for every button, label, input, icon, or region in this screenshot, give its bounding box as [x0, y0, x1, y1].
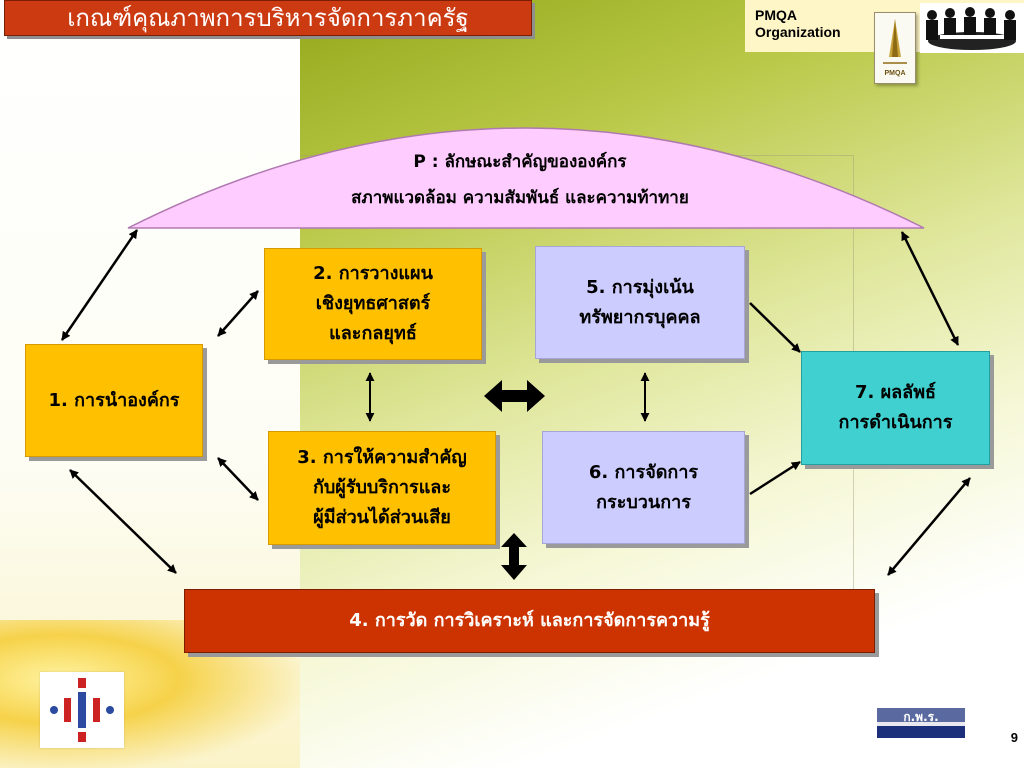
- organization-line2: Organization: [755, 24, 841, 40]
- opdc-badge-icon: ก.พ.ร.: [877, 708, 965, 738]
- opdc-badge-text: ก.พ.ร.: [903, 710, 938, 724]
- block-arrow-horizontal: [484, 380, 545, 412]
- category-5-workforce-focus: 5. การมุ่งเน้น ทรัพยากรบุคคล: [535, 246, 745, 359]
- arrow-leadership-to-profile: [60, 229, 139, 341]
- category-3-line-3: ผู้มีส่วนได้ส่วนเสีย: [313, 507, 451, 528]
- arrow-process-to-results: [749, 460, 801, 496]
- category-6-process-management: 6. การจัดการ กระบวนการ: [542, 431, 745, 544]
- page-title: เกณฑ์คุณภาพการบริหารจัดการภาครัฐ: [67, 4, 469, 32]
- category-6-line-2: กระบวนการ: [596, 491, 691, 513]
- category-6-line-1: 6. การจัดการ: [588, 461, 699, 483]
- category-4-measurement-analysis: 4. การวัด การวิเคราะห์ และการจัดการความร…: [184, 589, 875, 653]
- page-number: 9: [1010, 730, 1018, 745]
- category-5-line-2: ทรัพยากรบุคคล: [579, 306, 701, 328]
- pmqa-logo-icon: PMQA: [874, 12, 916, 84]
- arrow-results-measurement: [887, 477, 971, 576]
- profile-line2: สภาพแวดล้อม ความสัมพันธ์ และความท้าทาย: [351, 188, 689, 208]
- category-3-line-1: 3. การให้ความสำคัญ: [297, 447, 467, 468]
- category-7-results: 7. ผลลัพธ์ การดำเนินการ: [801, 351, 990, 465]
- category-1-line: 1. การนำองค์กร: [48, 389, 180, 411]
- organizational-profile-text: P : ลักษณะสำคัญขององค์กร สภาพแวดล้อม ควา…: [200, 144, 840, 216]
- category-7-line-1: 7. ผลลัพธ์: [854, 382, 937, 403]
- category-3-customer-focus: 3. การให้ความสำคัญ กับผู้รับบริการและ ผู…: [268, 431, 496, 545]
- arrow-leadership-strategy: [217, 290, 259, 337]
- arrow-leadership-measurement: [69, 469, 177, 574]
- category-3-line-2: กับผู้รับบริการและ: [312, 477, 452, 498]
- pmqa-logo-text: PMQA: [885, 70, 906, 77]
- ocsc-logo-icon: [40, 672, 124, 748]
- block-arrow-vertical: [501, 533, 527, 580]
- category-2-strategic-planning: 2. การวางแผน เชิงยุทธศาสตร์ และกลยุทธ์: [264, 248, 482, 360]
- organization-label: PMQA Organization: [755, 7, 841, 41]
- category-4-line: 4. การวัด การวิเคราะห์ และการจัดการความร…: [349, 610, 710, 631]
- profile-line1: P : ลักษณะสำคัญขององค์กร: [413, 152, 627, 172]
- arrow-leadership-customer: [217, 457, 259, 501]
- title-bar: เกณฑ์คุณภาพการบริหารจัดการภาครัฐ: [4, 0, 532, 36]
- category-2-line-1: 2. การวางแผน: [313, 263, 433, 284]
- category-5-line-1: 5. การมุ่งเน้น: [586, 276, 694, 298]
- category-2-line-2: เชิงยุทธศาสตร์: [315, 293, 431, 314]
- organization-line1: PMQA: [755, 7, 797, 23]
- arrow-profile-results: [900, 231, 960, 346]
- meeting-people-icon: [920, 3, 1024, 53]
- category-1-leadership: 1. การนำองค์กร: [25, 344, 203, 457]
- category-2-line-3: และกลยุทธ์: [329, 323, 417, 344]
- category-7-line-2: การดำเนินการ: [838, 412, 953, 433]
- organizational-profile-arch: [127, 127, 925, 229]
- arrow-workforce-to-results: [749, 302, 801, 353]
